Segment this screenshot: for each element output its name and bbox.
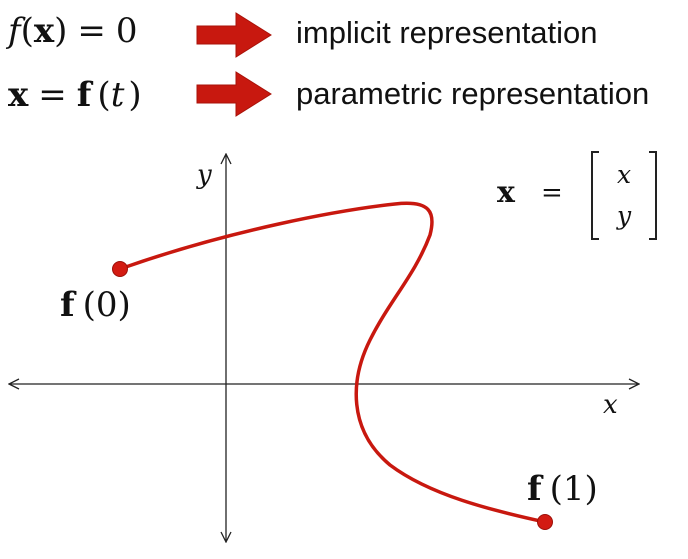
right-arrow-icon <box>196 71 272 117</box>
parametric-x: x <box>8 75 29 115</box>
vector-entry-x: x <box>617 160 631 189</box>
implicit-row: f(x)=0 implicit representation <box>5 11 598 58</box>
end-point <box>537 514 553 530</box>
left-bracket <box>591 151 599 240</box>
right-arrow-icon <box>196 12 272 58</box>
implicit-formula: f(x)=0 <box>5 11 138 51</box>
vector-equals: = <box>541 178 563 208</box>
start-label: f(0) <box>60 285 131 325</box>
parametric-formula: x=f(t) <box>8 75 142 115</box>
start-point <box>112 261 128 277</box>
vector-lhs: x <box>497 175 516 210</box>
parametric-close-paren: ) <box>128 75 141 115</box>
implicit-close-paren: ) <box>54 11 67 51</box>
implicit-zero: 0 <box>116 11 138 51</box>
parametric-f: f <box>77 75 94 115</box>
parametric-open-paren: ( <box>97 75 110 115</box>
parametric-equals: = <box>38 75 67 115</box>
right-bracket <box>649 151 657 240</box>
end-label-fn: f <box>527 469 544 509</box>
vector-definition: x = x y <box>497 151 657 240</box>
start-label-fn: f <box>60 285 77 325</box>
end-label: f(1) <box>527 469 598 509</box>
implicit-x: x <box>34 11 55 51</box>
parametric-curve <box>118 201 547 524</box>
y-axis-label: y <box>196 160 212 190</box>
x-axis-label: x <box>603 390 618 420</box>
implicit-open-paren: ( <box>21 11 34 51</box>
implicit-label: implicit representation <box>296 15 598 50</box>
parametric-t: t <box>111 75 125 115</box>
start-label-arg: (0) <box>83 285 131 325</box>
end-label-arg: (1) <box>550 469 598 509</box>
parametric-label: parametric representation <box>296 76 649 111</box>
vector-entry-y: y <box>616 201 632 230</box>
parametric-row: x=f(t) parametric representation <box>8 71 649 117</box>
implicit-equals: = <box>77 11 106 51</box>
